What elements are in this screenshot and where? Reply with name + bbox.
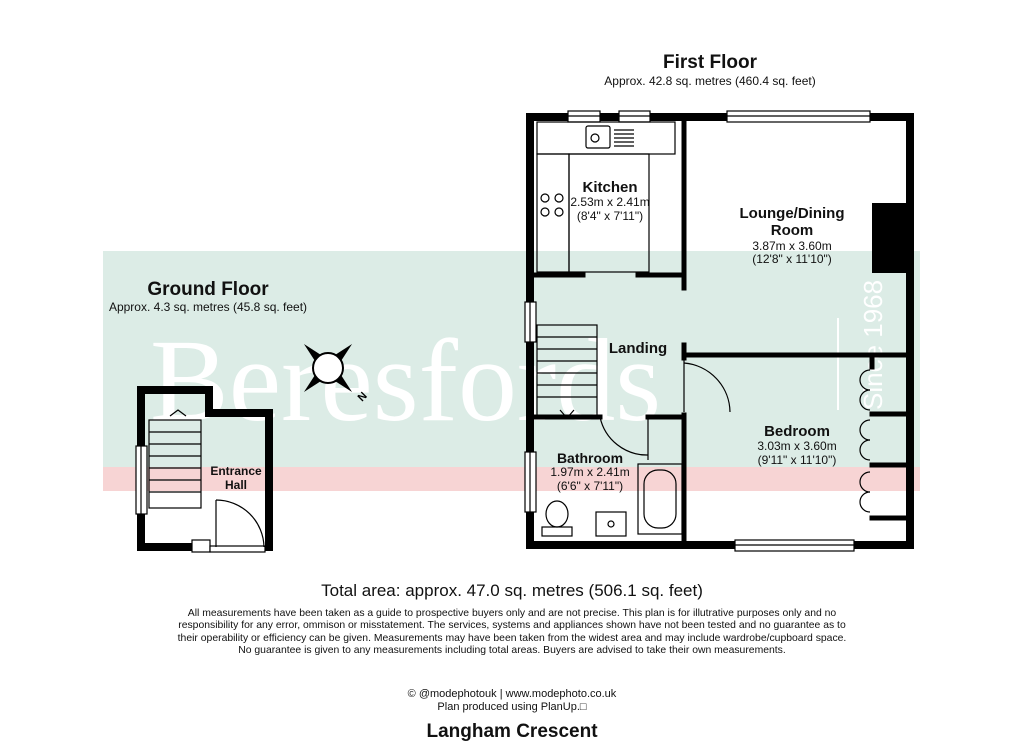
lounge-imperial: (12'8" x 11'10") (752, 252, 832, 267)
first-floor-title: First Floor (663, 52, 757, 73)
bathroom-name: Bathroom (556, 450, 624, 466)
credit-line-1: © @modephotouk | www.modephoto.co.uk (407, 688, 617, 700)
bedroom-metric: 3.03m x 3.60m (757, 439, 837, 454)
credit-line-2: Plan produced using PlanUp.□ (437, 701, 587, 713)
lounge-metric: 3.87m x 3.60m (752, 238, 832, 253)
ground-floor-plan (135, 386, 273, 553)
property-address: Langham Crescent (426, 721, 598, 742)
bathroom-metric: 1.97m x 2.41m (550, 465, 630, 480)
kitchen-metric: 2.53m x 2.41m (570, 195, 650, 210)
ground-floor-title: Ground Floor (147, 279, 269, 300)
watermark: Beresfords Since 1968 (103, 251, 920, 491)
compass-icon (303, 343, 353, 393)
total-area: Total area: approx. 47.0 sq. metres (506… (321, 581, 703, 600)
bedroom-label: Bedroom 3.03m x 3.60m (9'11" x 11'10") (722, 423, 872, 468)
first-floor-area: Approx. 42.8 sq. metres (460.4 sq. feet) (604, 74, 816, 88)
watermark-band (103, 251, 920, 491)
entrance-name-line1: Entrance (210, 464, 262, 478)
lounge-label: Lounge/Dining Room 3.87m x 3.60m (12'8" … (712, 205, 872, 267)
watermark-stripe (103, 467, 920, 491)
lounge-name-line2: Room (770, 222, 814, 240)
entrance-label: Entrance Hall (198, 464, 274, 493)
lounge-name-line1: Lounge/Dining (739, 205, 845, 222)
disclaimer: All measurements have been taken as a gu… (177, 608, 847, 657)
bedroom-imperial: (9'11" x 11'10") (757, 453, 837, 468)
bathroom-imperial: (6'6" x 7'11") (556, 478, 624, 493)
bedroom-name: Bedroom (764, 423, 830, 440)
kitchen-imperial: (8'4" x 7'11") (576, 209, 644, 224)
first-floor-plan (524, 110, 914, 552)
watermark-brand: Beresfords (150, 315, 661, 446)
ground-floor-area: Approx. 4.3 sq. metres (45.8 sq. feet) (108, 300, 308, 314)
landing-name: Landing (608, 340, 668, 357)
watermark-since: Since 1968 (858, 280, 888, 410)
bathroom-label: Bathroom 1.97m x 2.41m (6'6" x 7'11") (538, 450, 642, 494)
kitchen-label: Kitchen 2.53m x 2.41m (8'4" x 7'11") (548, 179, 672, 224)
kitchen-name: Kitchen (582, 179, 638, 196)
entrance-name-line2: Hall (224, 477, 247, 492)
chimney-breast (872, 203, 906, 273)
